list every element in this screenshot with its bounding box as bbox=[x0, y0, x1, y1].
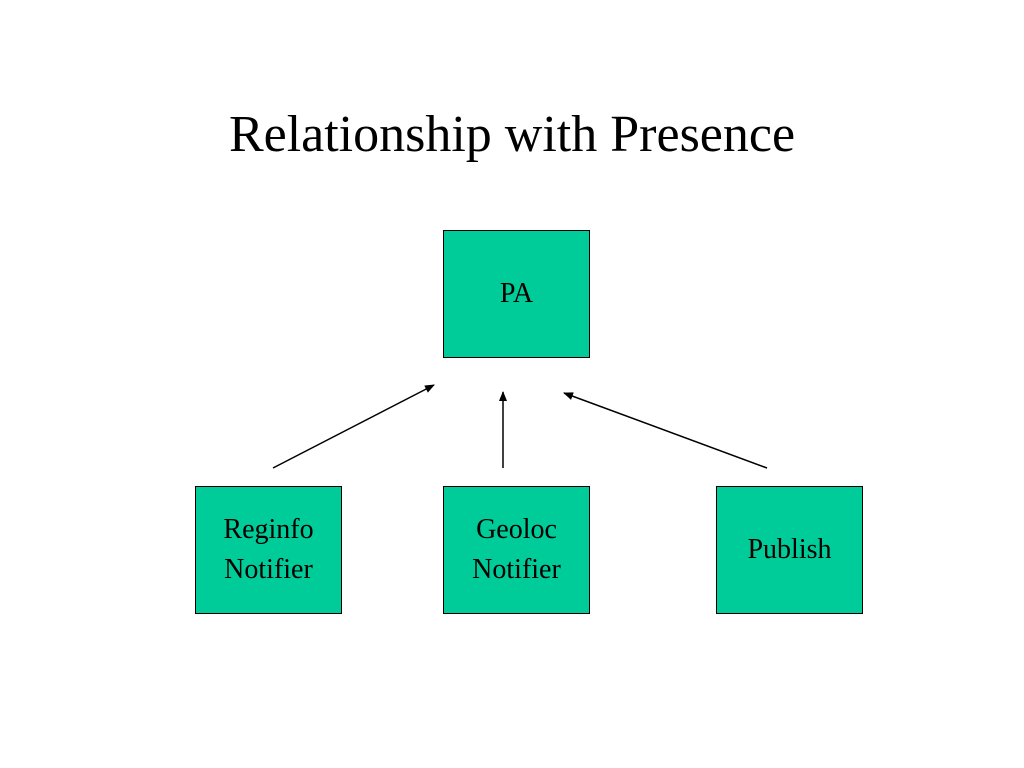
node-pa-label-line-1: PA bbox=[499, 278, 534, 309]
node-reginfo-label-line-2: Notifier bbox=[224, 554, 313, 585]
arrow-reginfo-to-pa bbox=[272, 384, 435, 469]
node-geoloc-notifier: Geoloc Notifier bbox=[443, 486, 590, 614]
node-geoloc-label-line-1: Geoloc bbox=[476, 514, 557, 545]
node-publish-label-line-1: Publish bbox=[747, 534, 832, 565]
node-reginfo-label-line-1: Reginfo bbox=[223, 514, 314, 545]
node-publish: Publish bbox=[716, 486, 863, 614]
arrow-publish-to-pa bbox=[563, 392, 768, 469]
node-reginfo-notifier: Reginfo Notifier bbox=[195, 486, 342, 614]
node-pa: PA bbox=[443, 230, 590, 358]
node-geoloc-label-line-2: Notifier bbox=[472, 554, 561, 585]
slide-title: Relationship with Presence bbox=[228, 106, 796, 163]
